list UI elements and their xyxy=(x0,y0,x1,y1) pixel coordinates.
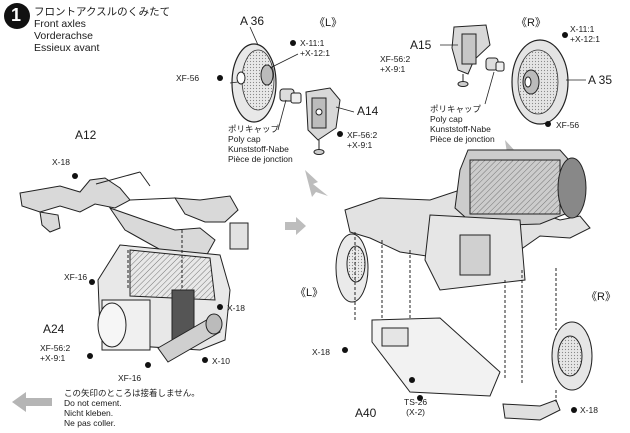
side-label-left-top: 《L》 xyxy=(314,17,343,29)
screw-label-x18-mid: X-18 xyxy=(227,303,245,313)
side-label-left-bottom: 《L》 xyxy=(295,287,324,299)
left-gearbox xyxy=(97,222,249,363)
screw-markers-right xyxy=(342,347,577,413)
screw-markers-left xyxy=(72,32,568,368)
poly-cap-left-part xyxy=(279,88,302,104)
screw-label-xf16-top: XF-16 xyxy=(64,272,88,282)
step-number: 1 xyxy=(11,5,22,25)
screw-label-xf56-2-a15: XF-56:2 +X-9:1 xyxy=(380,54,411,74)
screw-label-x18-bottom-right: X-18 xyxy=(580,405,598,415)
do-not-cement-legend: この矢印のところは接着しません。 Do not cement. Nicht kl… xyxy=(64,388,200,428)
screw-label-x11-x12-left: X-11:1 +X-12:1 xyxy=(300,38,331,58)
brake-disc-a35 xyxy=(511,39,569,125)
step-title: フロントアクスルのくみたて Front axles Vorderachse Es… xyxy=(34,6,170,54)
side-label-right-bottom: 《R》 xyxy=(586,291,616,303)
screw-label-x18-bottom-left: X-18 xyxy=(312,347,330,357)
part-label-a14: A14 xyxy=(357,104,379,118)
part-label-a15: A15 xyxy=(410,38,432,52)
knuckle-a14 xyxy=(305,87,341,155)
side-label-right-top: 《R》 xyxy=(516,17,546,29)
screw-label-x18-a12: X-18 xyxy=(52,157,70,167)
part-label-a12: A12 xyxy=(75,128,97,142)
screw-label-x10: X-10 xyxy=(212,356,230,366)
screw-label-xf56-right: XF-56 xyxy=(556,120,580,130)
part-label-a40: A40 xyxy=(355,406,377,420)
screw-label-xf56-2-a14: XF-56:2 +X-9:1 xyxy=(347,130,378,150)
part-label-a24: A24 xyxy=(43,322,65,336)
step-number-badge xyxy=(4,3,30,29)
poly-cap-label-right: ポリキャップ Poly cap Kunststoff-Nabe Pièce de… xyxy=(430,104,495,144)
step-title-fr: Essieux avant xyxy=(34,42,100,54)
upper-frame-a12 xyxy=(19,171,239,263)
assembled-front-unit xyxy=(335,149,593,421)
screw-label-ts26: TS-26 (X-2) xyxy=(404,397,428,417)
knuckle-a15 xyxy=(451,24,491,87)
screw-label-x11-x12-right: X-11:1 +X-12:1 xyxy=(570,24,601,44)
part-label-a36: A 36 xyxy=(240,14,265,28)
screw-label-xf56-2-a24: XF-56:2 +X-9:1 xyxy=(40,343,71,363)
step-title-de: Vorderachse xyxy=(34,30,93,42)
leader-lines-top xyxy=(229,26,586,131)
step-title-ja: フロントアクスルのくみたて xyxy=(34,6,171,18)
do-not-cement-arrow xyxy=(12,392,52,412)
poly-cap-label-left: ポリキャップ Poly cap Kunststoff-Nabe Pièce de… xyxy=(228,124,293,164)
brake-disc-a36 xyxy=(231,43,277,123)
poly-cap-right-part xyxy=(485,57,505,72)
part-label-a35: A 35 xyxy=(588,73,613,87)
screw-label-xf16-bottom: XF-16 xyxy=(118,373,142,383)
screw-label-xf56-left: XF-56 xyxy=(176,73,200,83)
step-title-en: Front axles xyxy=(34,18,86,30)
